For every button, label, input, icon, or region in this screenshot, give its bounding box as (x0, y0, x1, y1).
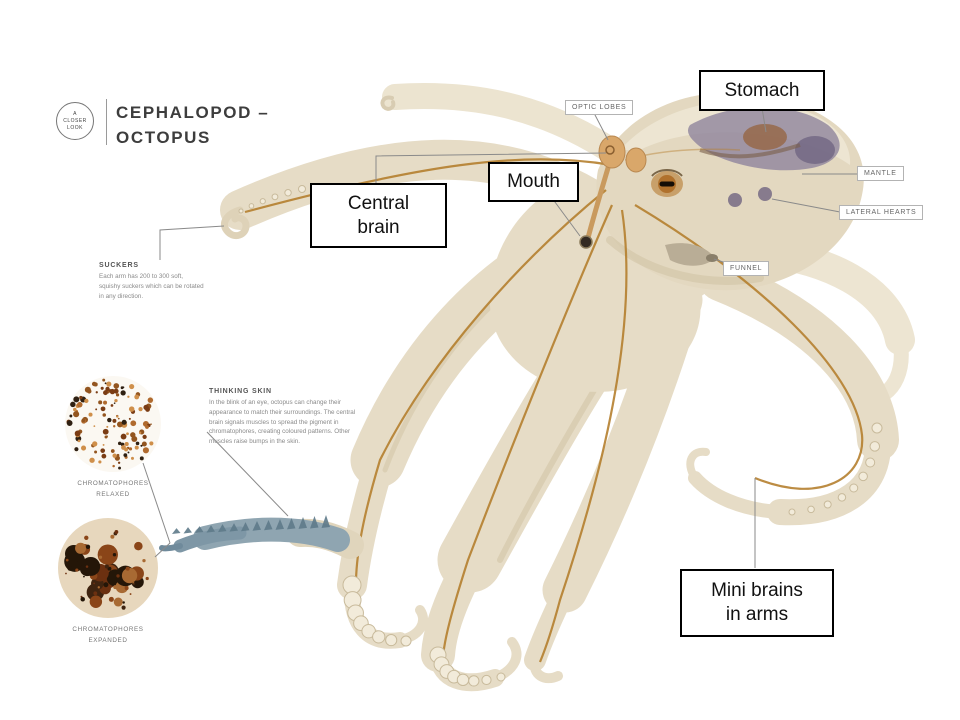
thinking-skin-note-line: muscles raise bumps in the skin. (209, 438, 300, 445)
chromatophores-relaxed-label: CHROMATOPHORES RELAXED (77, 480, 149, 498)
suckers-note-line: in any direction. (99, 292, 144, 300)
callout-mouth: Mouth (488, 162, 579, 202)
thinking-skin-note-line: In the blink of an eye, octopus can chan… (209, 399, 341, 406)
label-lateral-hearts: LATERAL HEARTS (839, 205, 924, 220)
octopus-organs (687, 106, 840, 207)
funnel-organ (665, 243, 715, 266)
thinking-skin-connector (206, 431, 289, 517)
octopus-head-details (579, 135, 718, 266)
central-brain-connector (375, 152, 607, 184)
callout-stomach: Stomach (699, 70, 825, 111)
chromatophores-expanded-label: CHROMATOPHORES EXPANDED (72, 626, 144, 644)
chromatophore-connector-1 (142, 462, 171, 544)
connector-lines (142, 107, 858, 568)
stomach-organ (743, 124, 787, 150)
lateral-heart-right (758, 187, 772, 201)
callout-mini-brains-line2: in arms (725, 604, 789, 625)
lateral-hearts-connector (771, 198, 841, 213)
thinking-skin-note-line: brain signals muscles to spread the pigm… (209, 418, 339, 426)
thinking-skin-note: THINKING SKIN In the blink of an eye, oc… (209, 388, 379, 447)
central-brain-organ (598, 135, 626, 169)
label-funnel: FUNNEL (723, 261, 770, 276)
label-optic-lobes: OPTIC LOBES (565, 100, 634, 115)
chromatophores-expanded-image (58, 518, 158, 618)
page-title-line1: CEPHALOPOD – (116, 103, 270, 122)
callout-central-brain-line1: Central (347, 192, 410, 214)
thinking-skin-note-line: chromatophores, creating coloured patter… (209, 428, 351, 436)
optic-lobes-connector (593, 112, 609, 141)
logo-line: A (73, 110, 77, 117)
suckers-note-line: Each arm has 200 to 300 soft, (99, 273, 184, 280)
callout-central-brain: Central brain (310, 183, 447, 248)
suckers-connector (159, 225, 225, 260)
optic-lobe-organ (625, 147, 647, 173)
suckers-note-title: SUCKERS (99, 262, 139, 269)
callout-central-brain-line2: brain (357, 216, 400, 238)
mouth-connector (551, 197, 581, 237)
callout-stomach-label: Stomach (724, 79, 800, 101)
label-mantle: MANTLE (857, 166, 904, 181)
suckers-note: SUCKERS Each arm has 200 to 300 soft, sq… (99, 262, 239, 301)
closer-look-logo: A CLOSER LOOK (56, 102, 94, 140)
stomach-connector (761, 107, 767, 133)
callout-mini-brains-line1: Mini brains (711, 580, 803, 602)
logo-line: CLOSER (63, 117, 87, 124)
thinking-skin-note-title: THINKING SKIN (209, 388, 272, 395)
skin-bumps (172, 515, 330, 534)
lateral-heart-left (728, 193, 742, 207)
thinking-skin-note-line: appearance to match their surroundings. … (209, 408, 356, 416)
suckers-dots (238, 185, 883, 687)
page-title-line2: OCTOPUS (116, 127, 211, 147)
chromatophore-connector-2 (154, 542, 171, 558)
beak-mouth (579, 235, 593, 249)
esophagus (585, 165, 611, 241)
thinking-skin-arm (159, 515, 364, 559)
callout-mouth-label: Mouth (507, 171, 560, 193)
suckers-note-line: squishy suckers which can be rotated (99, 282, 204, 290)
title-divider (106, 99, 107, 145)
callout-mini-brains: Mini brains in arms (680, 569, 834, 637)
logo-line: LOOK (67, 124, 83, 131)
chromatophores-relaxed-image (65, 376, 161, 472)
page-title: CEPHALOPOD – OCTOPUS (116, 101, 269, 150)
